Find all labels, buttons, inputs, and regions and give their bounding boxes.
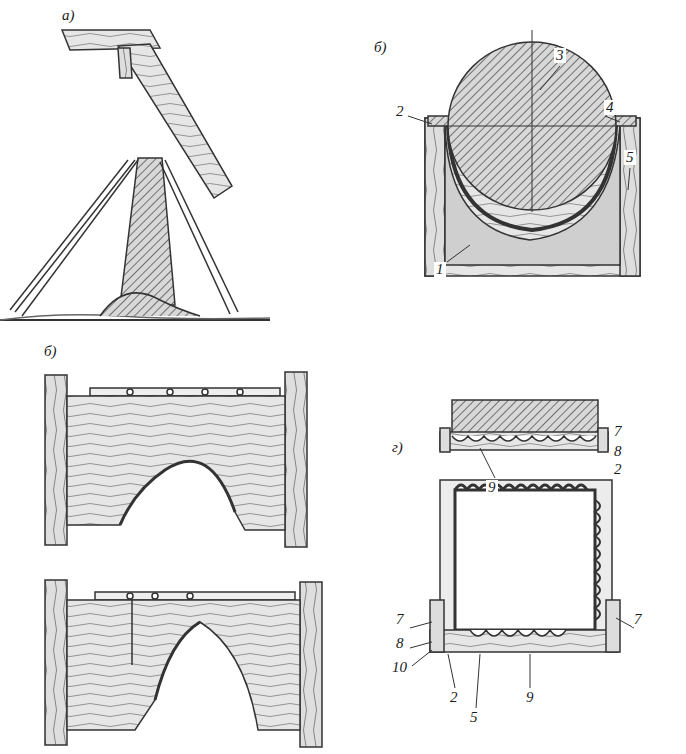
profile-template-lower — [430, 480, 620, 652]
callout-number: 7 — [394, 612, 406, 627]
drawing-line — [446, 126, 618, 127]
callout-number: 4 — [604, 100, 616, 115]
drawing-line — [410, 642, 432, 648]
leader-lines — [408, 66, 634, 708]
drawing-rect — [300, 582, 322, 747]
callout-number: 1 — [434, 262, 446, 277]
figure-letter: б) — [42, 344, 59, 359]
drawing-line — [530, 654, 531, 688]
drawing-line — [476, 654, 480, 708]
drawing-polygon — [120, 158, 175, 305]
callout-number: 5 — [468, 710, 480, 725]
callout-number: 3 — [554, 48, 566, 63]
drawing-rect — [620, 118, 640, 276]
drawing-circle — [167, 389, 173, 395]
profile-template-upper — [440, 400, 608, 452]
drawing-line — [447, 245, 470, 262]
drawing-rect — [425, 118, 445, 276]
drawing-rect — [45, 580, 67, 745]
drawing-circle — [187, 593, 193, 599]
drawing-line — [160, 162, 230, 314]
callout-number: 7 — [612, 424, 624, 439]
drawing-line — [480, 448, 495, 478]
drawing-circle — [152, 593, 158, 599]
callout-number: 2 — [448, 690, 460, 705]
drawing-line — [532, 30, 533, 212]
callout-number: 8 — [612, 444, 624, 459]
drawing-line — [22, 160, 138, 316]
template-upper — [45, 372, 307, 547]
drawing-line — [10, 160, 128, 310]
drawing-line — [540, 66, 560, 90]
drawing-rect — [455, 490, 595, 630]
callout-number: 2 — [612, 462, 624, 477]
callout-number: 9 — [524, 690, 536, 705]
drawing-rect — [430, 600, 444, 652]
drawing-path — [595, 500, 600, 620]
callout-number: 10 — [390, 660, 409, 675]
drawing-circle — [202, 389, 208, 395]
drawing-rect — [90, 388, 280, 396]
figure-letter: г) — [390, 440, 405, 455]
callout-number: 9 — [486, 480, 498, 495]
drawing-rect — [285, 372, 307, 547]
drawing-polygon — [118, 44, 232, 198]
drawing-line — [412, 650, 432, 666]
drawing-line — [410, 622, 432, 628]
drawing-line — [165, 160, 238, 312]
drawing-rect — [598, 428, 608, 452]
drawing-path — [67, 396, 285, 530]
cradle-template — [425, 30, 640, 276]
drawing-rect — [95, 592, 295, 600]
callout-number: 2 — [394, 104, 406, 119]
drawing-circle — [127, 389, 133, 395]
drawing-path — [155, 622, 200, 700]
drawing-path — [100, 293, 200, 316]
drawing-polygon — [118, 48, 132, 78]
callout-number: 8 — [394, 636, 406, 651]
drawing-rect — [440, 432, 608, 450]
drawing-path — [120, 461, 235, 525]
drawing-line — [131, 600, 133, 665]
figure-letter: а) — [60, 8, 77, 23]
drawing-rect — [430, 630, 618, 652]
callout-number: 7 — [632, 612, 644, 627]
template-lower — [45, 580, 322, 747]
drawing-line — [408, 116, 432, 124]
drawing-rect — [45, 375, 67, 545]
trestle — [0, 158, 270, 320]
drawing-circle — [127, 593, 133, 599]
drawing-rect — [452, 400, 598, 436]
drawing-rect — [440, 480, 612, 645]
figure-letter: б) — [372, 40, 389, 55]
drawing-rect — [606, 600, 620, 652]
drawing-path — [67, 600, 300, 730]
drawing-rect — [440, 428, 450, 452]
drawing-line — [605, 116, 620, 122]
drawing-line — [448, 654, 455, 688]
drawing-line — [628, 168, 630, 190]
drawing-path — [470, 630, 566, 636]
drawing-path — [452, 436, 596, 441]
drawing-circle — [237, 389, 243, 395]
drawing-line — [15, 160, 135, 312]
callout-number: 5 — [624, 150, 636, 165]
